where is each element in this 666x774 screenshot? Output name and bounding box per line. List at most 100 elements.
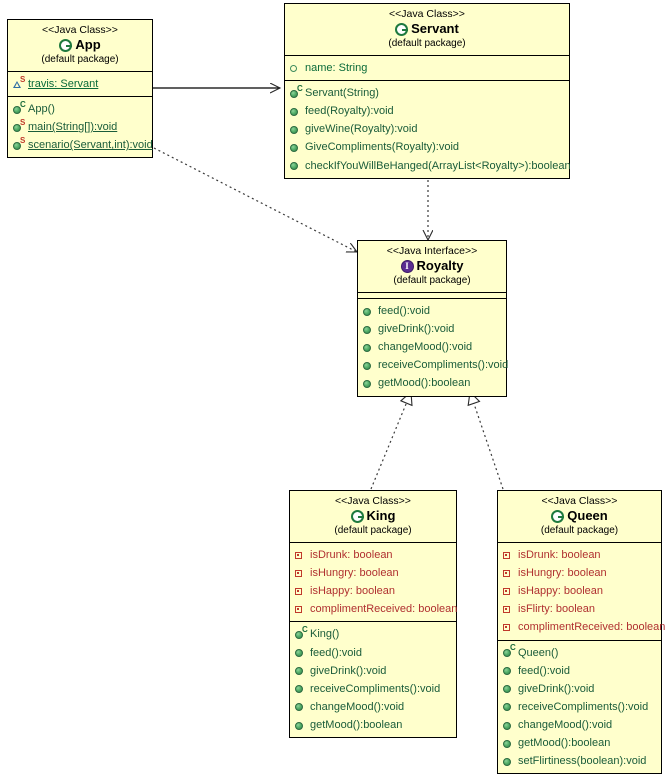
private-field-icon [295,568,308,579]
package-label: (default package) [540,525,619,537]
methods-compartment-royalty: feed():void giveDrink():void changeMood(… [358,299,508,395]
interface-badge-icon [400,259,414,273]
interface-header-royalty: <<Java Interface>> Royalty (default pack… [358,241,506,294]
public-method-icon [295,720,308,731]
attribute-row[interactable]: complimentReceived: boolean [498,618,665,636]
public-method-icon [290,142,303,153]
package-label: (default package) [41,54,119,66]
stereotype-label: <<Java Class>> [541,495,618,507]
class-title-row: App [12,37,148,53]
public-method-icon [363,324,376,335]
method-row[interactable]: getMood():boolean [358,374,506,392]
public-method-icon [503,683,516,694]
class-box-servant[interactable]: <<Java Class>> Servant (default package)… [284,3,571,179]
public-method-icon [363,342,376,353]
attribute-row[interactable]: complimentReceived: boolean [290,600,457,618]
method-row[interactable]: changeMood():void [290,698,456,716]
package-static-field-icon: S [13,75,26,90]
method-row[interactable]: giveDrink():void [498,680,661,698]
public-method-icon [503,720,516,731]
class-title-row: Queen [502,508,657,524]
package-label: (default package) [388,38,466,50]
stereotype-label: <<Java Interface>> [386,245,478,257]
class-badge-icon [59,38,73,52]
class-header-servant: <<Java Class>> Servant (default package) [285,4,569,57]
public-method-icon [503,738,516,749]
interface-box-royalty[interactable]: <<Java Interface>> Royalty (default pack… [357,240,508,397]
class-header-app: <<Java Class>> App (default package) [8,20,152,73]
edge-king-to-royalty [370,390,413,490]
edge-queen-to-royalty [467,390,504,490]
method-row[interactable]: changeMood():void [358,338,506,356]
public-method-icon [363,378,376,389]
attributes-compartment-servant: name: String [285,56,569,82]
method-row[interactable]: giveDrink():void [358,320,506,338]
method-row[interactable]: feed():void [498,662,661,680]
public-method-icon [290,124,303,135]
class-box-king[interactable]: <<Java Class>> King (default package) is… [289,490,457,739]
method-row[interactable]: setFlirtiness(boolean):void [498,752,661,770]
class-name-label: App [75,37,101,53]
public-method-icon [295,683,308,694]
public-method-icon [295,665,308,676]
method-row[interactable]: giveWine(Royalty):void [285,120,569,138]
method-row[interactable]: getMood():boolean [498,734,661,752]
package-label: (default package) [334,525,412,537]
class-badge-icon [350,509,364,523]
attribute-row[interactable]: isDrunk: boolean [290,546,456,564]
private-field-icon [503,586,516,597]
attribute-row[interactable]: isHungry: boolean [290,564,456,582]
class-header-king: <<Java Class>> King (default package) [290,491,456,544]
attribute-row[interactable]: isHappy: boolean [498,582,661,600]
public-method-icon [295,701,308,712]
private-field-icon [295,550,308,561]
method-row[interactable]: feed():void [290,644,456,662]
method-row[interactable]: receiveCompliments():void [498,698,661,716]
method-row[interactable]: changeMood():void [498,716,661,734]
attribute-row[interactable]: isHappy: boolean [290,582,456,600]
class-box-queen[interactable]: <<Java Class>> Queen (default package) i… [497,490,665,774]
class-title-row: Servant [289,21,565,37]
public-method-icon [363,306,376,317]
private-field-icon [503,550,516,561]
method-row[interactable]: feed(Royalty):void [285,102,569,120]
method-row[interactable]: getMood():boolean [290,716,456,734]
attribute-row[interactable]: name: String [285,59,569,77]
private-field-icon [503,568,516,579]
method-row[interactable]: receiveCompliments():void [358,356,508,374]
method-row[interactable]: receiveCompliments():void [290,680,456,698]
public-static-method-icon: S [13,136,26,151]
public-method-icon [503,665,516,676]
attributes-compartment-queen: isDrunk: boolean isHungry: boolean isHap… [498,543,665,641]
stereotype-label: <<Java Class>> [389,8,465,20]
class-badge-icon [395,22,409,36]
attributes-compartment-royalty [358,293,506,300]
attribute-row[interactable]: isHungry: boolean [498,564,661,582]
attribute-row[interactable]: isFlirty: boolean [498,600,661,618]
public-method-icon [503,756,516,767]
method-row[interactable]: feed():void [358,302,506,320]
interface-name-label: Royalty [416,258,464,274]
method-row[interactable]: checkIfYouWillBeHanged(ArrayList<Royalty… [285,157,571,175]
public-method-icon [295,647,308,658]
method-row[interactable]: GiveCompliments(Royalty):void [285,138,569,156]
method-row[interactable]: giveDrink():void [290,662,456,680]
package-label: (default package) [393,275,471,287]
attribute-row[interactable]: isDrunk: boolean [498,546,661,564]
class-name-label: Queen [567,508,608,524]
class-title-row: Royalty [362,258,502,274]
private-field-icon [295,604,308,615]
private-field-icon [295,586,308,597]
private-field-icon [503,622,516,633]
stereotype-label: <<Java Class>> [335,495,411,507]
